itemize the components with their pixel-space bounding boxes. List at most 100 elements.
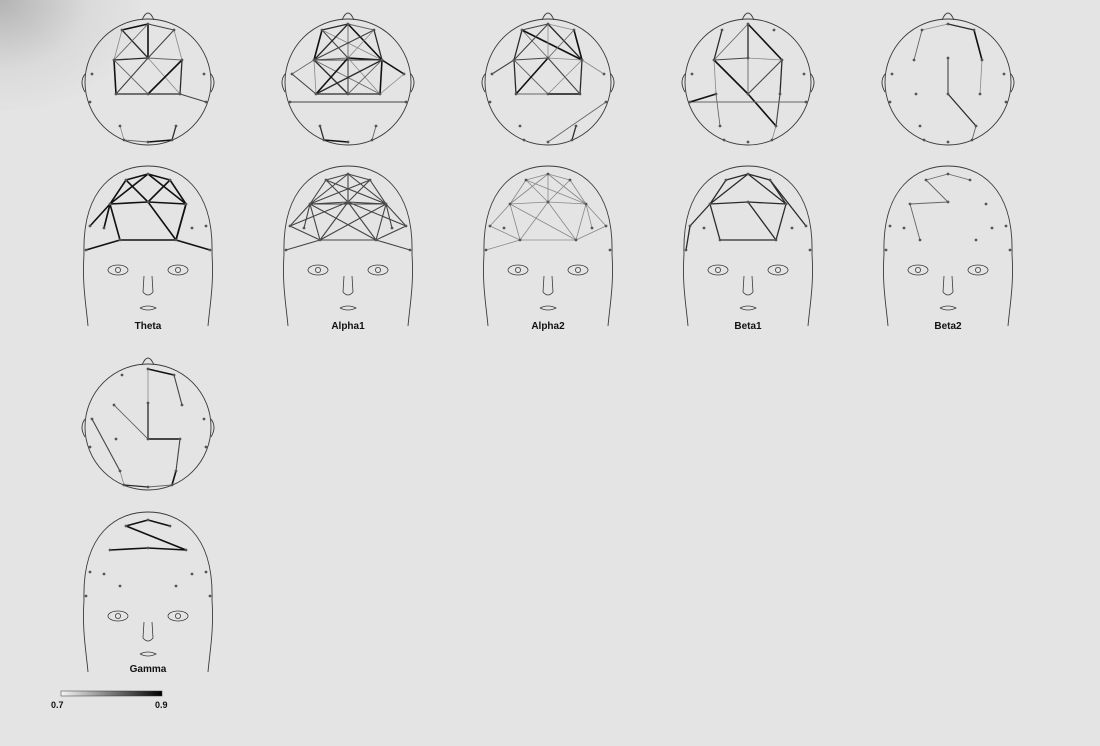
electrode-dot — [947, 201, 950, 204]
connection-line — [176, 439, 180, 471]
left-ear-outline — [82, 419, 85, 437]
electrode-dot — [303, 227, 306, 230]
electrode-dot — [85, 595, 88, 598]
connection-line — [914, 30, 922, 60]
electrode-dot — [575, 125, 578, 128]
connection-line — [148, 202, 186, 204]
connection-line — [514, 60, 516, 94]
electrode-dot — [121, 374, 124, 377]
band-label: Gamma — [130, 664, 167, 675]
connection-line — [110, 548, 148, 550]
connection-line — [714, 60, 748, 94]
connection-line — [748, 94, 776, 126]
electrode-dot — [603, 73, 606, 76]
top-view-head — [282, 13, 414, 145]
connection-line — [548, 102, 606, 142]
connection-line — [180, 60, 182, 94]
electrode-dot — [289, 101, 292, 104]
connection-line — [526, 180, 548, 202]
electrode-dot — [781, 59, 784, 62]
electrode-dot — [1009, 249, 1012, 252]
electrode-dot — [205, 571, 208, 574]
connection-line — [948, 24, 974, 30]
electrode-dot — [547, 173, 550, 176]
connection-line — [580, 60, 582, 94]
connection-line — [948, 94, 976, 126]
connection-line — [310, 204, 320, 240]
connection-line — [510, 202, 548, 204]
electrode-dot — [947, 173, 950, 176]
connection-line — [690, 204, 710, 226]
electrode-dot — [747, 57, 750, 60]
right-pupil — [575, 267, 580, 272]
head-outline — [883, 166, 1012, 326]
connection-line — [548, 180, 570, 202]
electrode-dot — [313, 59, 316, 62]
electrode-dot — [485, 249, 488, 252]
connection-line — [314, 60, 316, 94]
electrode-dot — [405, 101, 408, 104]
right-ear-outline — [611, 74, 614, 92]
right-eye — [768, 265, 788, 275]
electrode-dot — [1005, 101, 1008, 104]
electrode-dot — [919, 125, 922, 128]
band-panels: ThetaAlpha1Alpha2Beta1Beta2Gamma — [82, 13, 1014, 675]
left-ear-outline — [682, 74, 685, 92]
electrode-dot — [921, 29, 924, 32]
connection-line — [382, 60, 404, 74]
left-ear-outline — [282, 74, 285, 92]
connection-line — [320, 126, 324, 140]
electrode-dot — [347, 93, 350, 96]
electrode-dot — [919, 239, 922, 242]
connection-line — [510, 174, 548, 204]
electrode-dot — [569, 179, 572, 182]
left-ear-outline — [882, 74, 885, 92]
electrode-dot — [403, 73, 406, 76]
electrode-dot — [347, 141, 350, 144]
electrode-dot — [173, 29, 176, 32]
electrode-dot — [147, 402, 150, 405]
mouth — [540, 306, 556, 310]
connection-line — [110, 202, 148, 204]
connection-line — [714, 58, 748, 60]
connection-line — [314, 60, 380, 94]
electrode-dot — [203, 73, 206, 76]
electrode-dot — [375, 125, 378, 128]
electrode-dot — [691, 73, 694, 76]
electrode-dot — [171, 484, 174, 487]
electrode-dot — [979, 93, 982, 96]
connection-line — [576, 204, 586, 240]
electrode-dot — [773, 29, 776, 32]
connection-line — [926, 174, 948, 180]
right-eye — [368, 265, 388, 275]
electrode-dot — [347, 173, 350, 176]
band-panel: Beta2 — [882, 13, 1014, 332]
band-panel: Beta1 — [682, 13, 814, 332]
connection-line — [110, 180, 126, 204]
connection-line — [148, 60, 182, 94]
top-view-head — [682, 13, 814, 145]
left-eye — [508, 265, 528, 275]
electrode-dot — [689, 101, 692, 104]
electrode-dot — [573, 29, 576, 32]
connection-line — [322, 30, 382, 60]
connection-line — [314, 30, 374, 60]
electrode-dot — [747, 173, 750, 176]
connection-line — [310, 180, 370, 204]
electrode-dot — [605, 101, 608, 104]
electrode-dot — [575, 239, 578, 242]
connection-line — [710, 174, 748, 204]
electrode-dot — [325, 179, 328, 182]
electrode-dot — [903, 227, 906, 230]
right-ear-outline — [811, 74, 814, 92]
top-view-head — [882, 13, 1014, 145]
electrode-dot — [991, 227, 994, 230]
electrode-dot — [985, 203, 988, 206]
electrode-dot — [579, 93, 582, 96]
right-ear-outline — [211, 419, 214, 437]
electrode-dot — [547, 93, 550, 96]
electrode-dot — [769, 179, 772, 182]
connection-line — [316, 60, 382, 94]
head-outline — [83, 512, 212, 672]
left-pupil — [715, 267, 720, 272]
